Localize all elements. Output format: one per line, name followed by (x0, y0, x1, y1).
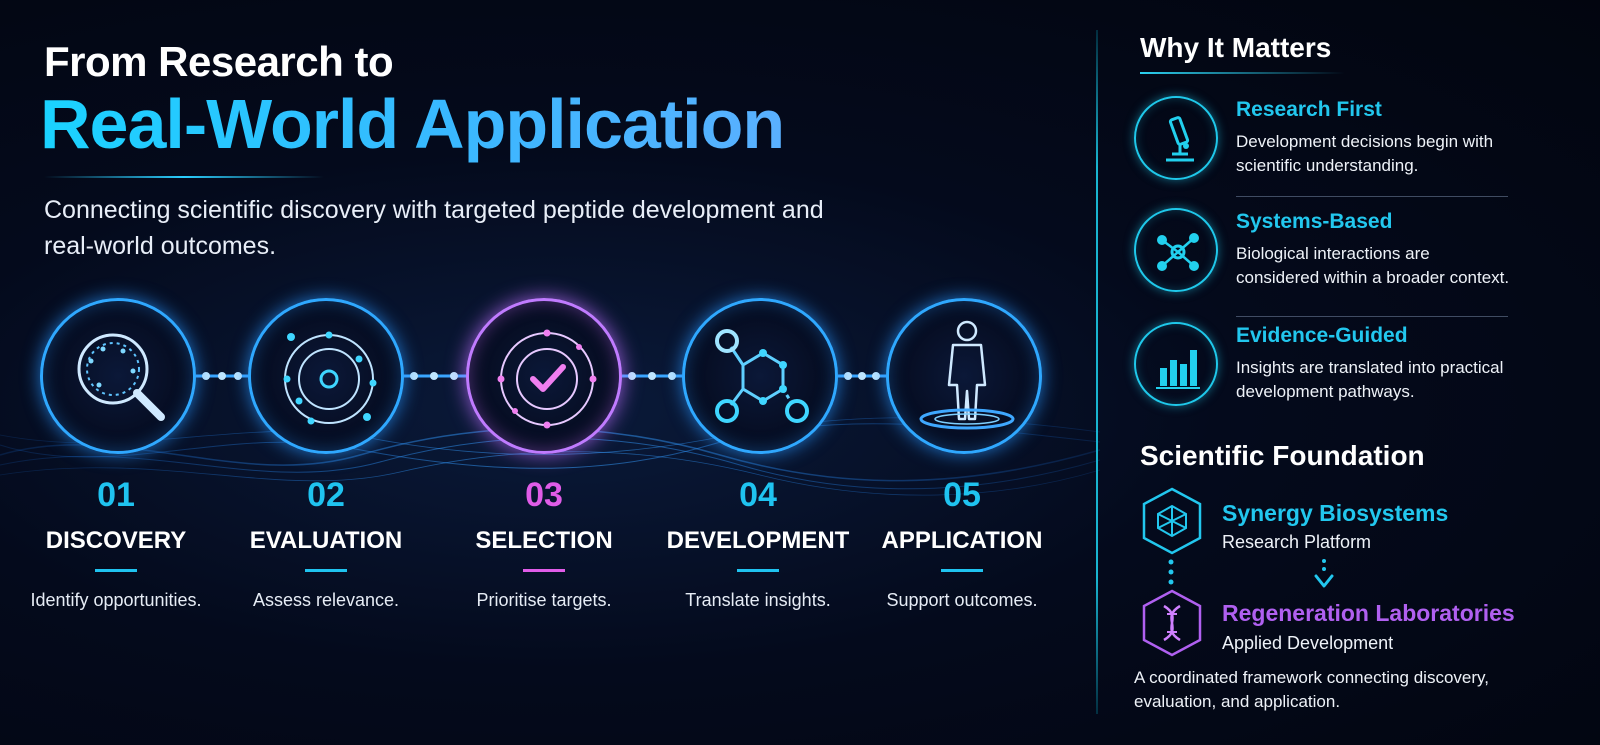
step-description: Identify opportunities. (30, 590, 202, 610)
step-title: EVALUATION (249, 527, 403, 554)
why-item-title: Research First (1236, 98, 1382, 121)
scientific-foundation-title: Scientific Foundation (1140, 440, 1425, 471)
why-separator (1236, 196, 1508, 197)
step-divider (305, 569, 347, 572)
hex-dna-icon (1142, 589, 1202, 657)
why-separator (1236, 316, 1508, 317)
title-line-1: From Research to (44, 38, 394, 85)
step-number: 03 (525, 476, 563, 514)
why-it-matters-title: Why It Matters (1140, 32, 1332, 63)
step-4: 04 DEVELOPMENT Translate insights. (648, 476, 868, 611)
step-2: 02 EVALUATION Assess relevance. (216, 476, 436, 611)
step-description: Prioritise targets. (476, 590, 612, 610)
sf-entity-name: Regeneration Laboratories (1222, 600, 1515, 626)
step-3: 03 SELECTION Prioritise targets. (434, 476, 654, 611)
sf-entity-role: Research Platform (1222, 532, 1372, 552)
subtitle: Connecting scientific discovery with tar… (44, 196, 824, 260)
title-line-2: Real-World Application (40, 85, 785, 163)
step-title: APPLICATION (881, 527, 1043, 554)
why-item-description: Biological interactions are considered w… (1236, 244, 1510, 287)
magnifier-icon (77, 333, 165, 421)
dotted-connector (1168, 559, 1174, 585)
step-3-circle (466, 298, 622, 454)
why-item-description: Development decisions begin with scienti… (1236, 132, 1494, 175)
step-title: DEVELOPMENT (666, 527, 850, 554)
arrow-down-icon (1314, 559, 1334, 588)
check-target-icon (497, 329, 597, 429)
step-number: 05 (943, 476, 981, 514)
molecule-icon (715, 329, 809, 423)
bar-chart-icon (1134, 322, 1218, 406)
step-number: 04 (739, 476, 777, 514)
why-item-description: Insights are translated into practical d… (1236, 358, 1504, 401)
step-title: DISCOVERY (45, 527, 187, 554)
step-5: 05 APPLICATION Support outcomes. (852, 476, 1072, 611)
step-1-circle (40, 298, 196, 454)
hex-network-icon (1142, 487, 1202, 555)
why-it-matters-underline (1140, 72, 1345, 74)
step-1: 01 DISCOVERY Identify opportunities. (6, 476, 226, 611)
sf-entity-name: Synergy Biosystems (1222, 500, 1449, 526)
step-4-circle (682, 298, 838, 454)
network-icon (1134, 208, 1218, 292)
why-item-title: Evidence-Guided (1236, 324, 1408, 347)
step-description: Assess relevance. (252, 590, 400, 610)
step-number: 02 (307, 476, 345, 514)
panel-divider (1096, 30, 1098, 714)
step-description: Translate insights. (685, 590, 831, 610)
step-5-circle (886, 298, 1042, 454)
step-title: SELECTION (475, 527, 613, 554)
step-divider (737, 569, 779, 572)
step-divider (523, 569, 565, 572)
person-hologram-icon (919, 320, 1015, 430)
step-divider (95, 569, 137, 572)
step-description: Support outcomes. (886, 590, 1038, 610)
sf-entity-role: Applied Development (1222, 633, 1394, 653)
steps-connector (196, 372, 886, 380)
orbit-target-icon (283, 331, 377, 425)
step-divider (941, 569, 983, 572)
sf-footer: A coordinated framework connecting disco… (1134, 668, 1489, 711)
step-2-circle (248, 298, 404, 454)
microscope-icon (1134, 96, 1218, 180)
title-divider (44, 176, 324, 178)
step-number: 01 (97, 476, 135, 514)
why-item-title: Systems-Based (1236, 210, 1393, 233)
